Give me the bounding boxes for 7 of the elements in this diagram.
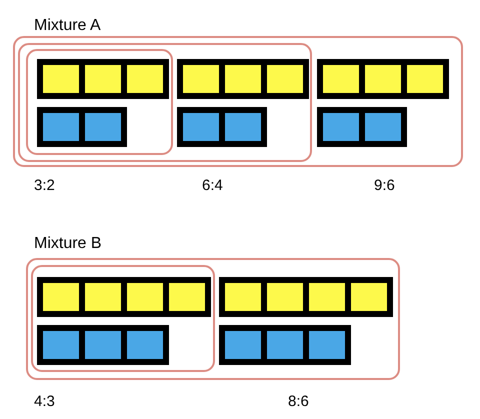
ratio-label: 8:6 [288,393,309,411]
ratio-label: 3:2 [34,177,55,195]
mixture-title: Mixture A [34,16,101,35]
ratio-label: 9:6 [374,177,395,195]
ratio-label: 6:4 [202,177,223,195]
mixture-title: Mixture B [34,234,102,253]
ratio-label: 4:3 [34,393,55,411]
